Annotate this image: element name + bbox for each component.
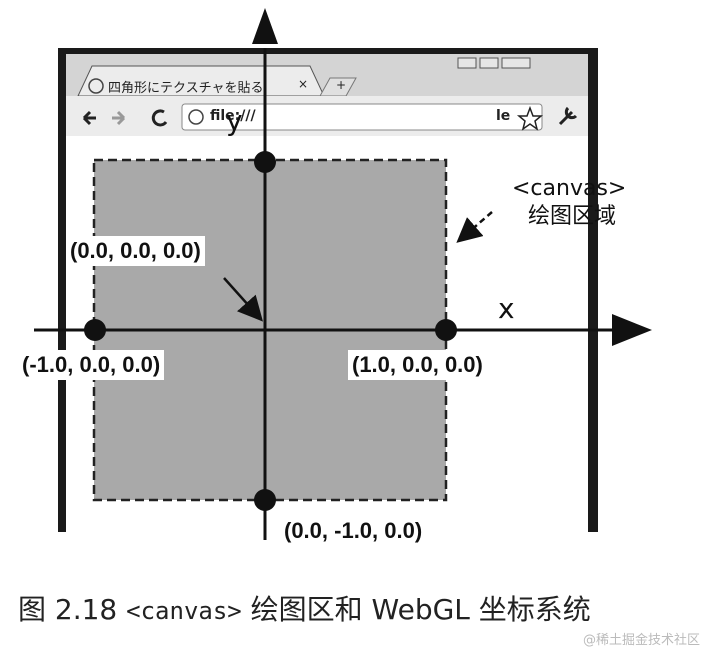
browser-frame-left [58,52,66,532]
origin-pointer-arrow [223,277,264,322]
browser-frame-top [58,48,598,54]
forward-icon[interactable] [112,110,126,126]
left-coordinate-label: (-1.0, 0.0, 0.0) [18,350,165,380]
page-icon [188,109,204,125]
caption-suffix: 绘图区和 WebGL 坐标系统 [241,593,591,626]
caption-canvas-tag: <canvas> [126,597,242,625]
right-coordinate-label: (1.0, 0.0, 0.0) [348,350,487,380]
watermark: @稀土掘金技术社区 [582,633,700,648]
tab-close-icon[interactable]: × [298,77,309,91]
address-bar[interactable] [181,103,543,131]
window-maximize-icon[interactable] [479,57,499,69]
point-right [435,319,457,341]
point-bottom [254,489,276,511]
bottom-coordinate-label: (0.0, -1.0, 0.0) [284,518,423,543]
x-axis-label: x [498,292,515,325]
browser-frame-right [588,52,598,532]
globe-icon [88,78,104,94]
x-axis-arrowhead [612,314,652,346]
wrench-icon[interactable] [558,106,578,126]
new-tab-icon[interactable]: + [336,78,347,92]
point-top [254,151,276,173]
figure-caption: 图 2.18 <canvas> 绘图区和 WebGL 坐标系统 [18,588,708,628]
canvas-annotation-arrow [456,211,493,243]
caption-prefix: 图 2.18 [18,593,127,626]
url-suffix: le [496,108,511,124]
window-minimize-icon[interactable] [457,57,477,69]
origin-coordinate-label: (0.0, 0.0, 0.0) [66,236,205,266]
reload-icon[interactable] [151,109,168,127]
star-icon[interactable] [516,105,544,131]
canvas-annotation-tag: <canvas> [512,176,627,201]
tab-title[interactable]: 四角形にテクスチャを貼る [108,81,264,96]
canvas-annotation-text: 绘图区域 [528,204,617,229]
y-axis-arrowhead [252,8,278,44]
back-icon[interactable] [82,110,96,126]
url-text[interactable]: file:/// [210,108,256,124]
point-left [84,319,106,341]
window-close-icon[interactable] [501,57,531,69]
y-axis-label: y [226,104,243,137]
